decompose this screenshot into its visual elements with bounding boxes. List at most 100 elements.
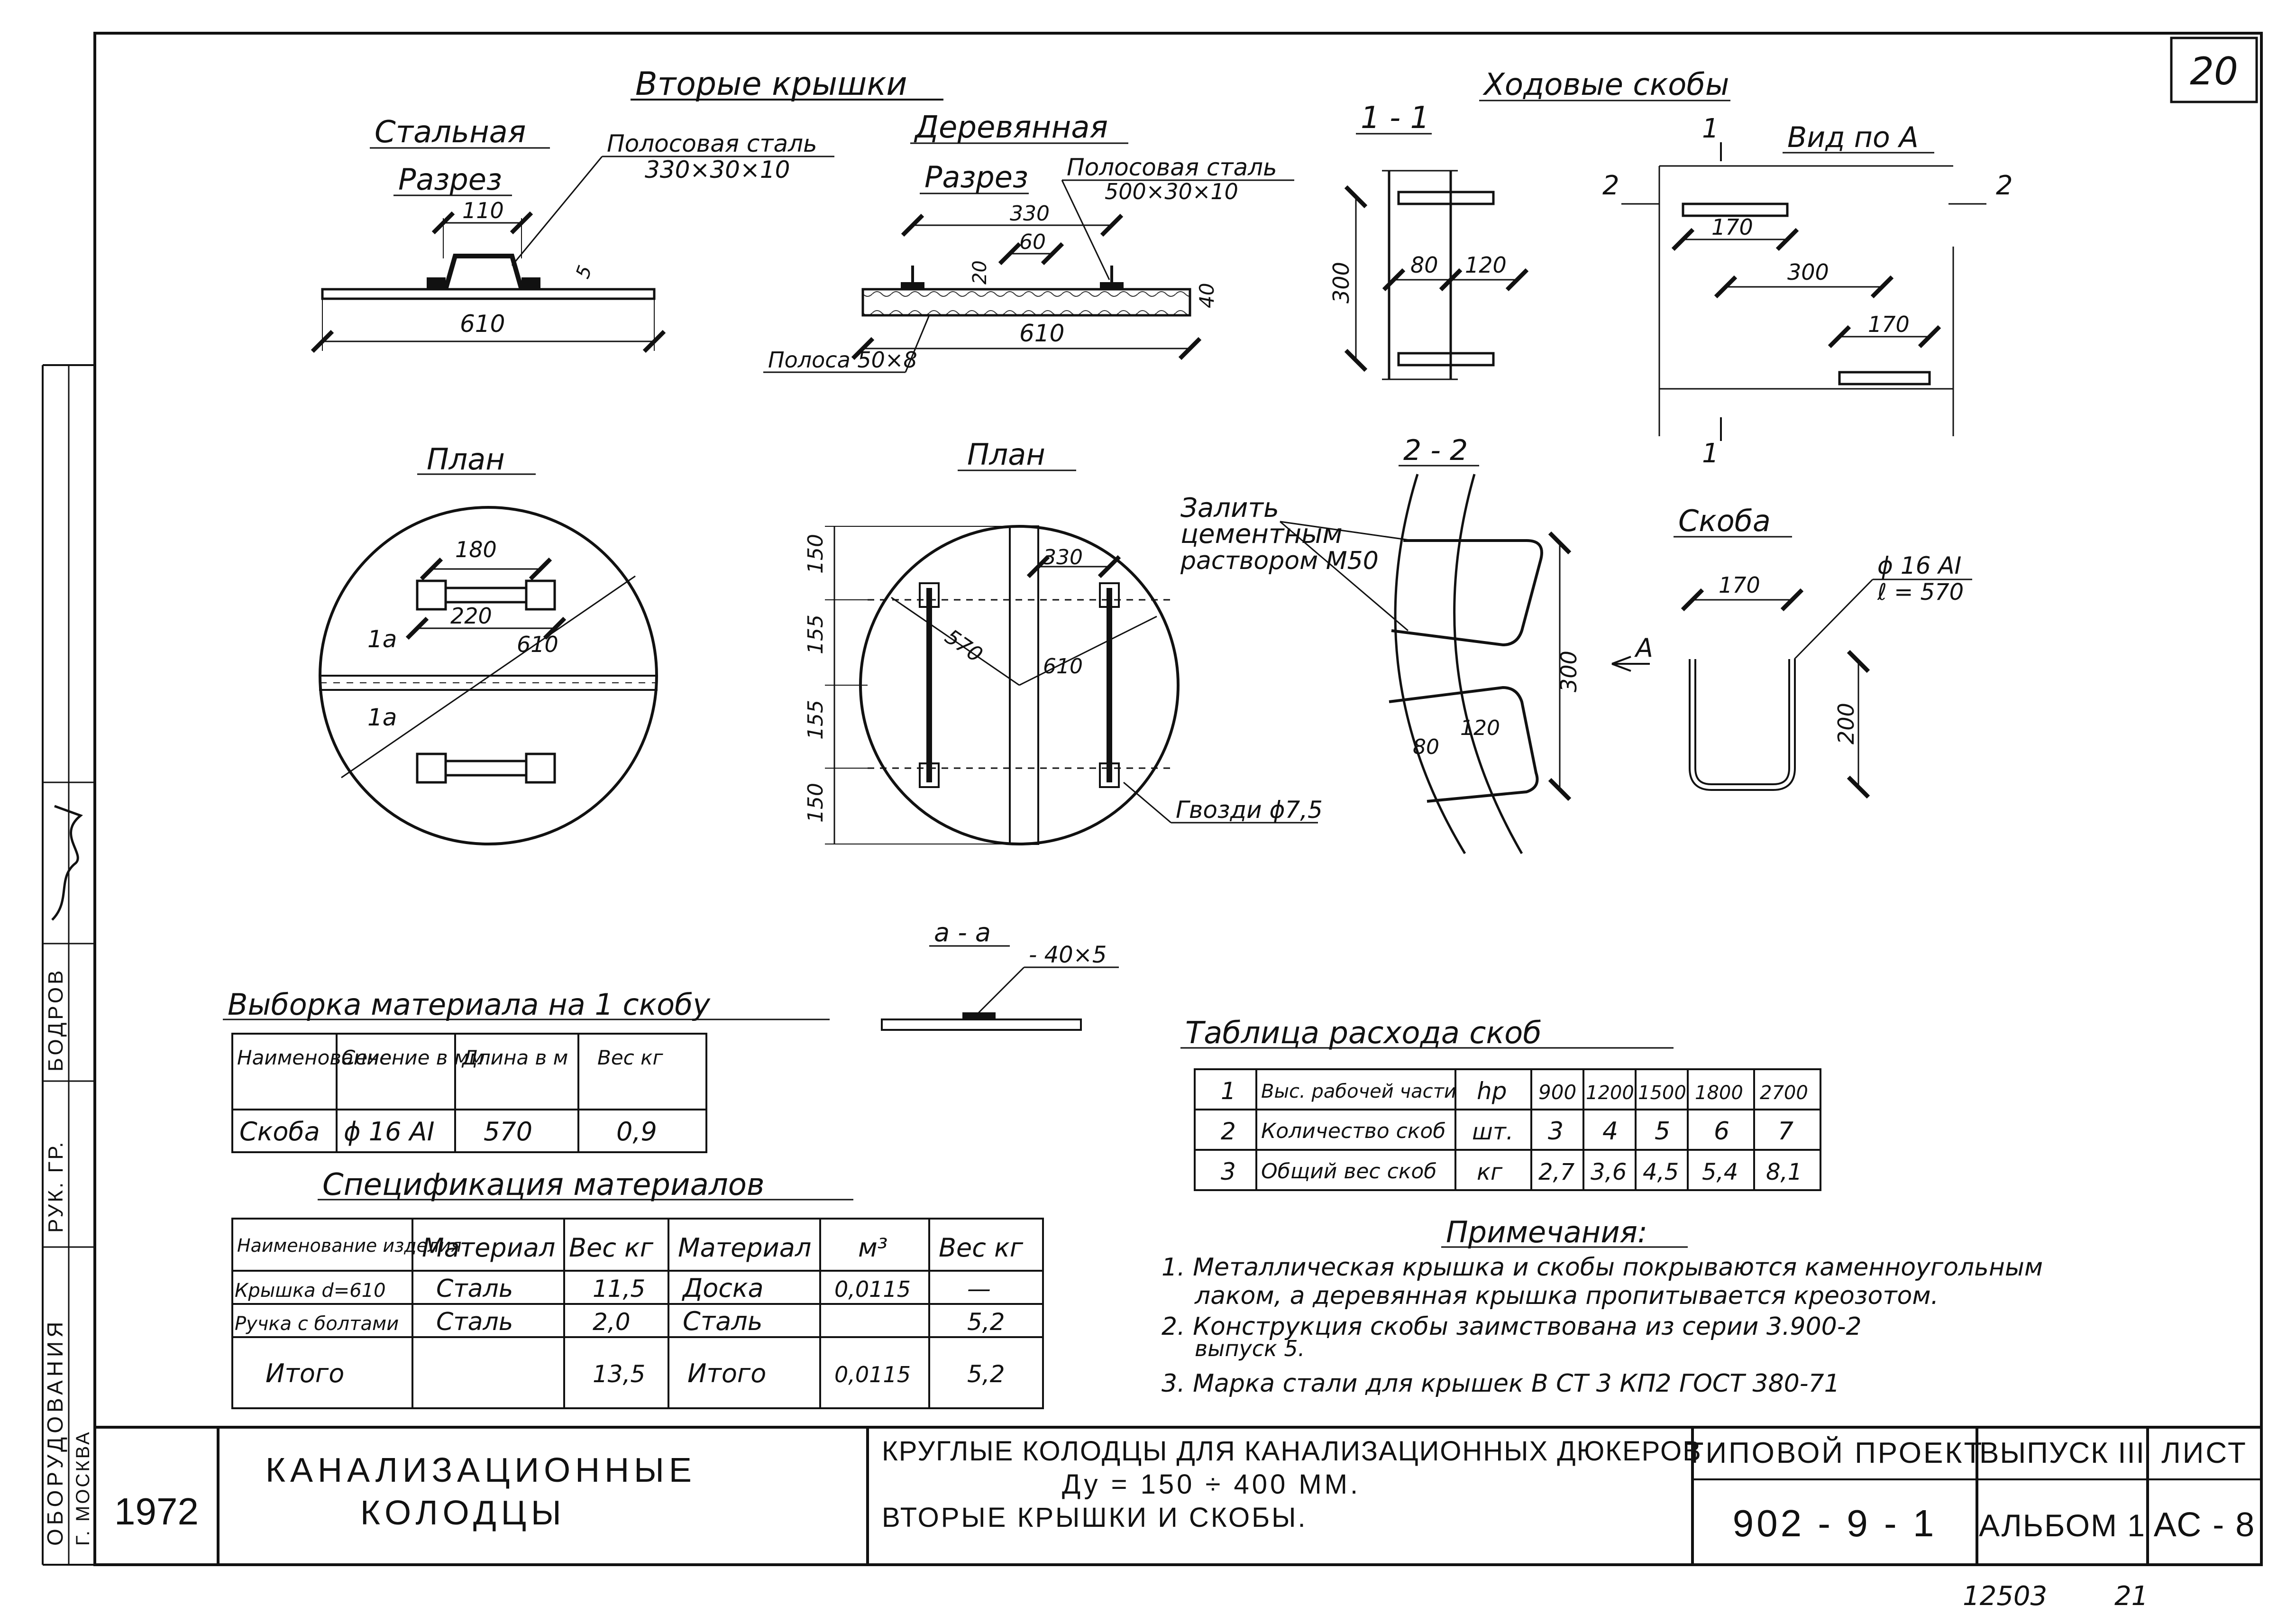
- tb-desc-1: КРУГЛЫЕ КОЛОДЦЫ ДЛЯ КАНАЛИЗАЦИОННЫХ ДЮКЕ…: [882, 1436, 1702, 1467]
- tb-name-1: КАНАЛИЗАЦИОННЫЕ: [265, 1451, 696, 1489]
- view-a-mark-2-left: 2: [1602, 170, 1619, 201]
- sec-22-dim-300: 300: [1556, 651, 1582, 692]
- stamp-city: Г. МОСКВА: [73, 1430, 93, 1546]
- consumption-row-2: 2 Количество скоб шт. 3 4 5 6 7: [1221, 1117, 1793, 1146]
- spec-title: Спецификация материалов: [322, 1167, 765, 1202]
- tb-desc-3: ВТОРЫЕ КРЫШКИ И СКОБЫ.: [882, 1502, 1308, 1533]
- wood-cap-title: Деревянная: [914, 110, 1108, 145]
- cons-r1-c8: 2700: [1760, 1082, 1808, 1104]
- spec-r-r3-vol: 0,0115: [834, 1362, 911, 1387]
- wood-vdim-4: 150: [804, 783, 828, 823]
- consumption-table: Таблица расхода скоб 1 Выс. рабочей част…: [1180, 1016, 1821, 1191]
- sec-11-dim-80: 80: [1410, 252, 1438, 278]
- steel-plan-label: План: [427, 442, 505, 477]
- frame: [42, 32, 2263, 1566]
- cons-r1-c5: 1200: [1586, 1082, 1634, 1104]
- view-a-dim-300: 300: [1787, 259, 1829, 285]
- wood-strip-note: Полоса 50×8: [768, 347, 917, 373]
- cons-r3-c7: 5,4: [1702, 1159, 1738, 1185]
- wood-dim-570: 570: [941, 624, 987, 667]
- cons-r3-c6: 4,5: [1643, 1159, 1679, 1185]
- note-2a: 2. Конструкция скобы заимствована из сер…: [1162, 1312, 1862, 1341]
- wood-strip-note-2: 500×30×10: [1105, 179, 1238, 204]
- cons-r2-c7: 6: [1714, 1117, 1729, 1146]
- tb-year: 1972: [114, 1490, 199, 1532]
- tb-name-2: КОЛОДЦЫ: [360, 1494, 566, 1532]
- spec-r-r1-vol: 0,0115: [834, 1276, 911, 1302]
- cons-r2-c5: 4: [1602, 1117, 1618, 1146]
- title-block: 1972 КАНАЛИЗАЦИОННЫЕ КОЛОДЦЫ КРУГЛЫЕ КОЛ…: [95, 1426, 2261, 1565]
- cons-r1-c2: Выс. рабочей части: [1261, 1081, 1456, 1102]
- wood-dim-20: 20: [969, 260, 991, 284]
- steel-dim-220: 220: [450, 603, 492, 629]
- side-stamp: ОБОРУДОВАНИЯ Г. МОСКВА РУК. ГР. БОДРОВ: [43, 805, 93, 1546]
- cons-r1-c6: 1500: [1638, 1082, 1686, 1104]
- rungs-section: Ходовые скобы 1 - 1 300 80 120 Вид по А …: [1180, 67, 2013, 854]
- spec-r-r1-mat: Доска: [682, 1273, 764, 1303]
- cons-r1-c4: 900: [1538, 1081, 1576, 1104]
- cons-r2-c3: шт.: [1472, 1119, 1513, 1145]
- view-a-mark-1-top: 1: [1702, 113, 1719, 144]
- sec-11-label: 1 - 1: [1361, 101, 1429, 136]
- cons-r1-c7: 1800: [1695, 1082, 1743, 1104]
- ms-header-weight: Вес кг: [597, 1046, 663, 1069]
- note-1a: 1. Металлическая крышка и скобы покрываю…: [1162, 1253, 2043, 1282]
- grout-line-2: цементным: [1180, 519, 1343, 550]
- spec-l-r2-mat: Сталь: [436, 1308, 513, 1336]
- view-a-label: Вид по А: [1787, 121, 1919, 154]
- section-aa: a - a - 40×5: [881, 918, 1119, 1031]
- cons-r2-c8: 7: [1778, 1117, 1793, 1146]
- material-sample-title: Выборка материала на 1 скобу: [228, 987, 711, 1022]
- tb-project-label: ТИПОВОЙ ПРОЕКТ: [1686, 1436, 1984, 1469]
- wood-plan-label: План: [967, 437, 1045, 472]
- ms-cell-name: Скоба: [239, 1117, 320, 1147]
- steel-dim-5: 5: [572, 263, 596, 282]
- inventory-number: 12503: [1963, 1581, 2047, 1612]
- steel-cut-a-bottom: 1a: [367, 704, 397, 731]
- spec-l-r2-name: Ручка с болтами: [235, 1313, 399, 1335]
- cons-r3-c1: 3: [1221, 1158, 1236, 1185]
- cons-r3-c3: кг: [1477, 1159, 1503, 1185]
- notes-title: Примечания:: [1446, 1215, 1647, 1249]
- view-a-dim-170b: 170: [1868, 312, 1910, 337]
- wood-vdim-2: 155: [804, 615, 828, 654]
- cons-r2-c1: 2: [1221, 1118, 1236, 1145]
- sec-11-dim-120: 120: [1465, 252, 1507, 278]
- specification: Спецификация материалов Наименование изд…: [231, 1167, 1044, 1409]
- spec-rh-material: Материал: [678, 1233, 811, 1263]
- signature-mark: [51, 805, 83, 921]
- notes: Примечания: 1. Металлическая крышка и ск…: [1162, 1215, 2043, 1398]
- note-3: 3. Марка стали для крышек В СТ 3 КП2 ГОС…: [1162, 1369, 1840, 1398]
- spec-l-r1-name: Крышка d=610: [235, 1280, 386, 1302]
- caps-section: Вторые крышки Стальная Разрез Полосовая …: [311, 65, 1323, 845]
- sheet-number: 20: [2190, 49, 2238, 93]
- spec-l-r1-mat: Сталь: [436, 1275, 513, 1303]
- tb-desc-2: Ду = 150 ÷ 400 ММ.: [1062, 1469, 1361, 1500]
- steel-dim-610-diag: 610: [517, 632, 558, 657]
- steel-cap-title: Стальная: [375, 115, 526, 150]
- inventory-sheet: 21: [2114, 1581, 2148, 1612]
- view-a-mark-1-bottom: 1: [1702, 438, 1719, 469]
- caps-title: Вторые крышки: [635, 65, 907, 103]
- arrow-a-label: А: [1634, 633, 1653, 663]
- section-aa-dim: - 40×5: [1029, 942, 1107, 968]
- tb-sheet-code: АС - 8: [2154, 1506, 2255, 1544]
- spec-l-r1-w: 11,5: [593, 1275, 645, 1303]
- wood-vdim-3: 155: [804, 700, 828, 740]
- ms-header-section: Сечение в мм: [341, 1046, 484, 1069]
- note-1b: лаком, а деревянная крышка пропитывается…: [1194, 1282, 1939, 1310]
- wood-plan-dim-330: 330: [1043, 545, 1083, 569]
- wood-plan-dim-610: 610: [1043, 654, 1083, 679]
- spec-r-r3-w: 5,2: [967, 1360, 1005, 1388]
- spec-lh-material: Материал: [422, 1233, 555, 1263]
- ms-header-name: Наименование: [237, 1046, 392, 1069]
- cons-r2-c6: 5: [1655, 1117, 1670, 1146]
- view-a-mark-2-right: 2: [1996, 170, 2013, 201]
- wood-section-label: Разрез: [924, 160, 1028, 194]
- sec-22-label: 2 - 2: [1403, 434, 1468, 467]
- steel-section-label: Разрез: [398, 162, 502, 197]
- stamp-org: ОБОРУДОВАНИЯ: [43, 1318, 67, 1546]
- cons-r3-c5: 3,6: [1591, 1159, 1627, 1185]
- sheet-number-box: 20: [2170, 37, 2258, 103]
- spec-l-r2-w: 2,0: [593, 1308, 631, 1336]
